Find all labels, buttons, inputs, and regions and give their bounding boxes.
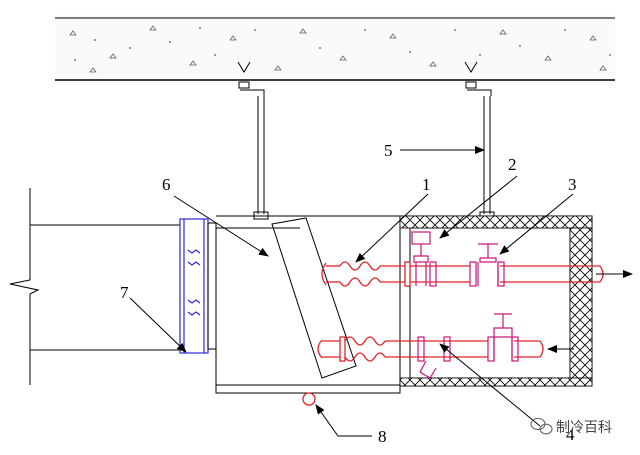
- label-1: 1: [422, 175, 431, 194]
- return-pipe: [317, 336, 544, 362]
- upper-control-valve: [411, 231, 437, 287]
- ceiling-slab: [55, 15, 615, 83]
- supply-pipe: [321, 261, 604, 287]
- drain-outlet: [302, 392, 316, 406]
- label-3: 3: [568, 175, 577, 194]
- label-4: 4: [566, 425, 575, 444]
- label-8: 8: [378, 427, 387, 446]
- hanger-right: [464, 61, 495, 220]
- label-7: 7: [120, 283, 129, 302]
- air-duct: [9, 188, 180, 385]
- label-6: 6: [162, 175, 171, 194]
- lower-gate-valve: [487, 313, 519, 362]
- leader-lines: [129, 146, 574, 437]
- inclined-filter: [271, 217, 357, 379]
- watermark-text: 制冷百科: [556, 420, 612, 436]
- hanger-left: [237, 61, 269, 220]
- label-2: 2: [508, 155, 517, 174]
- insulation-layer: [399, 215, 593, 387]
- wechat-icon: [530, 417, 553, 435]
- label-5: 5: [384, 141, 393, 160]
- drain-pan: [215, 384, 401, 394]
- upper-gate-valve: [469, 243, 505, 287]
- fan-coil-box: [399, 215, 593, 387]
- flexible-connector: [179, 218, 209, 354]
- watermark: 制冷百科: [530, 417, 612, 436]
